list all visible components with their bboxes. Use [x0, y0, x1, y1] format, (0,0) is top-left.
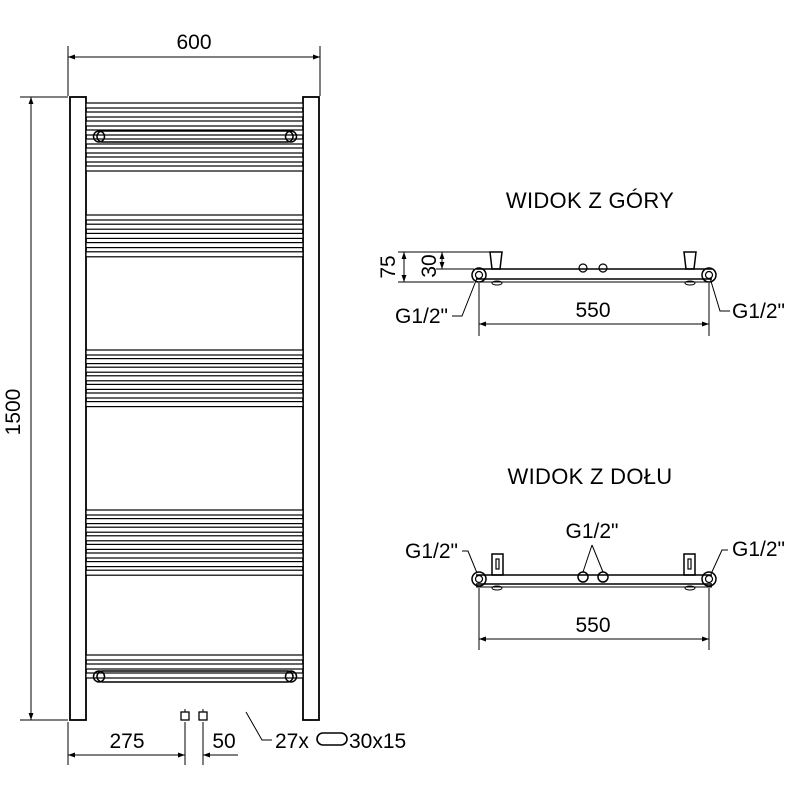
- width-dimension: 600: [67, 31, 321, 96]
- tube-18: [85, 383, 304, 390]
- pipe-spacing-label: 50: [212, 730, 235, 753]
- tube-size-label: 30x15: [349, 730, 406, 753]
- bottom-left-bracket: [491, 553, 504, 576]
- top-view: WIDOK Z GÓRY 75 30 G1/2" G1/2": [377, 188, 785, 336]
- tube-30: [85, 663, 304, 670]
- front-view: 600 1500 275 50 27x 30x15: [2, 31, 406, 765]
- tube-10: [85, 223, 304, 230]
- bottom-view: WIDOK Z DOŁU G1/2" G1/2" G1/2" 550: [405, 464, 785, 650]
- tube-19: [85, 392, 304, 399]
- tube-24: [85, 535, 304, 542]
- bottom-center-left-connection: [577, 571, 589, 583]
- top-view-title: WIDOK Z GÓRY: [506, 188, 674, 213]
- tube-spec-callout: 27x 30x15: [245, 711, 406, 753]
- top-left-connection-label: G1/2": [395, 305, 448, 328]
- tube-7: [85, 156, 304, 163]
- tube-14: [85, 349, 304, 356]
- tube-21: [85, 509, 304, 516]
- left-offset-label: 275: [109, 730, 144, 753]
- tube-13: [85, 251, 304, 258]
- height-dimension: 1500: [2, 96, 68, 721]
- bottom-right-bracket: [683, 553, 696, 576]
- tube-count-label: 27x: [275, 730, 309, 753]
- tube-20: [85, 401, 304, 408]
- tube-29: [85, 654, 304, 661]
- bottom-view-title: WIDOK Z DOŁU: [508, 464, 673, 489]
- bottom-towel-bar: [92, 670, 298, 683]
- top-left-bracket: [489, 251, 503, 270]
- bottom-left-connection: [471, 571, 487, 587]
- tube-4: [85, 129, 304, 136]
- top-right-connection: [701, 267, 717, 283]
- tube-1: [85, 102, 304, 109]
- tube-12: [85, 242, 304, 249]
- tube-3: [85, 120, 304, 127]
- bottom-right-connection-label: G1/2": [732, 538, 785, 561]
- top-depth-label: 75: [377, 255, 400, 278]
- top-offset-label: 30: [418, 254, 441, 277]
- horizontal-tubes: [85, 102, 304, 679]
- bottom-spacing-label: 550: [575, 614, 610, 637]
- tube-15: [85, 358, 304, 365]
- bottom-right-connection: [701, 571, 717, 587]
- width-label: 600: [176, 31, 211, 54]
- tube-6: [85, 147, 304, 154]
- tube-22: [85, 517, 304, 525]
- tube-23: [85, 526, 304, 533]
- top-spacing-label: 550: [575, 299, 610, 322]
- tube-9: [85, 214, 304, 221]
- tube-31: [85, 672, 304, 679]
- bottom-dimensions: 275 50: [67, 722, 238, 765]
- tube-27: [85, 560, 304, 568]
- tube-11: [85, 232, 304, 239]
- height-label: 1500: [2, 389, 25, 436]
- tube-8: [85, 165, 304, 172]
- tube-16: [85, 366, 304, 373]
- bottom-left-connection-label: G1/2": [405, 540, 458, 563]
- bottom-center-right-connection: [597, 571, 609, 583]
- top-right-bracket: [683, 251, 697, 270]
- tube-17: [85, 375, 304, 382]
- top-right-connection-label: G1/2": [732, 300, 785, 323]
- top-towel-bar: [92, 130, 298, 143]
- left-rail: [69, 96, 87, 721]
- top-left-connection: [471, 267, 487, 283]
- tube-28: [85, 569, 304, 576]
- tube-25: [85, 543, 304, 551]
- oval-tube-profile-icon: [316, 732, 348, 746]
- connection-pipes: [180, 709, 208, 721]
- bottom-center-connection-label: G1/2": [566, 520, 619, 543]
- tube-2: [85, 111, 304, 118]
- right-rail: [302, 96, 320, 721]
- tube-26: [85, 552, 304, 559]
